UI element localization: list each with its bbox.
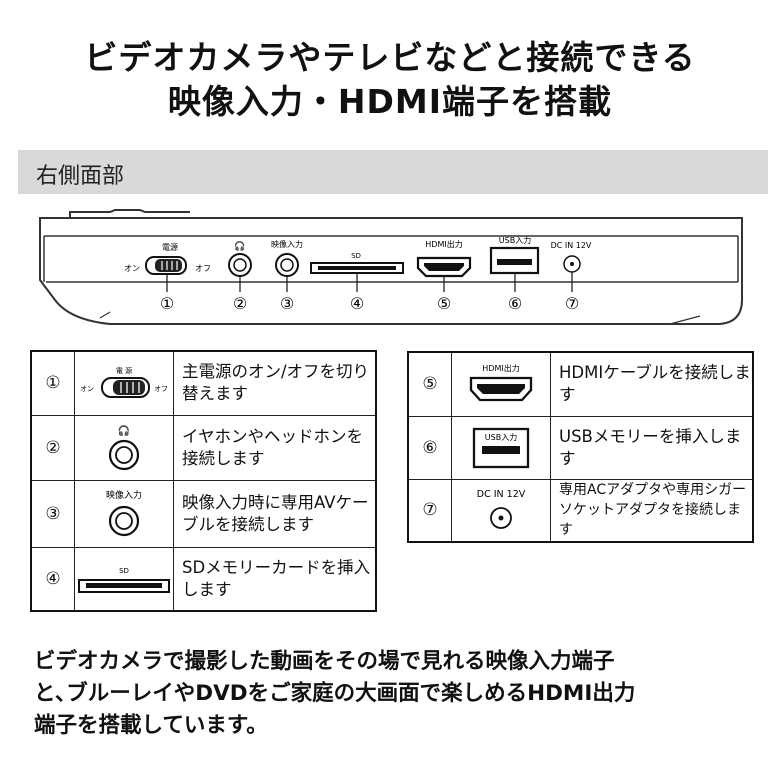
table-row: ⑥ USB入力 USBメモリーを挿入します: [407, 415, 754, 480]
marker-5: ⑤: [437, 294, 451, 313]
video-input-jack-icon: [275, 253, 299, 277]
marker-6: ⑥: [508, 294, 522, 313]
icon-text: USB入力: [485, 432, 517, 442]
footer-line: と､ブルーレイやDVDをご家庭の大画面で楽しめるHDMI出力: [34, 681, 636, 706]
port-table-left: ① 電 源 オン オフ 主電源のオン/オフを切り替えます ② 🎧: [30, 350, 377, 612]
section-header: 右側面部: [18, 150, 768, 194]
row-number: ①: [30, 350, 75, 416]
row-number: ⑤: [407, 351, 452, 417]
on-label: オン: [124, 264, 140, 273]
row-number: ⑦: [407, 478, 452, 543]
headphone-icon: 🎧: [234, 240, 245, 252]
dc-in-jack-icon: [563, 255, 581, 273]
marker-2: ②: [233, 294, 247, 313]
marker-4: ④: [350, 294, 364, 313]
headphone-jack-icon: 🎧: [108, 424, 140, 470]
usb-cell: USB入力: [451, 415, 551, 480]
icon-text: オン: [80, 385, 94, 393]
sd-slot-cell: SD: [74, 546, 174, 612]
headphone-cell: 🎧: [74, 414, 174, 481]
power-switch-icon: 電 源 オン オフ: [80, 366, 168, 399]
row-description: 映像入力時に専用AVケーブルを接続します: [173, 479, 377, 548]
table-row: ⑦ DC IN 12V 専用ACアダプタや専用シガーソケットアダプタを接続します: [407, 478, 754, 543]
icon-text: 電 源: [116, 366, 132, 375]
table-row: ② 🎧 イヤホンやヘッドホンを接続します: [30, 414, 377, 481]
icon-text: 映像入力: [106, 489, 142, 501]
row-description: 主電源のオン/オフを切り替えます: [173, 350, 377, 416]
table-row: ④ SD SDメモリーカードを挿入します: [30, 546, 377, 612]
port-table-right: ⑤ HDMI出力 HDMIケーブルを接続します ⑥ USB入力 USBメモリーを…: [407, 351, 754, 543]
hdmi-port-icon: [416, 256, 472, 278]
icon-text: オフ: [154, 385, 168, 393]
row-description: HDMIケーブルを接続します: [550, 351, 754, 417]
usb-port-icon: [489, 246, 540, 275]
row-description: USBメモリーを挿入します: [550, 415, 754, 480]
video-input-jack-icon: 映像入力: [106, 489, 142, 536]
icon-text: SD: [119, 567, 129, 575]
row-number: ④: [30, 546, 75, 612]
device-side-diagram: 電源 オン オフ 🎧 映像入力 SD HDMI出力 USB入力 DC IN 12…: [39, 209, 743, 325]
page-title-line1: ビデオカメラやテレビなどと接続できる: [84, 38, 696, 77]
power-switch-icon: [145, 256, 187, 275]
row-number: ②: [30, 414, 75, 481]
power-label: 電源: [162, 243, 178, 252]
table-row: ① 電 源 オン オフ 主電源のオン/オフを切り替えます: [30, 350, 377, 416]
dc-in-cell: DC IN 12V: [451, 478, 551, 543]
marker-7: ⑦: [565, 294, 579, 313]
hdmi-port-icon: HDMI出力: [469, 363, 533, 402]
footer-line: ビデオカメラで撮影した動画をその場で見れる映像入力端子: [34, 649, 615, 674]
table-row: ⑤ HDMI出力 HDMIケーブルを接続します: [407, 351, 754, 417]
sd-slot-icon: SD: [78, 567, 170, 593]
usb-label: USB入力: [499, 235, 531, 245]
row-number: ③: [30, 479, 75, 548]
video-input-cell: 映像入力: [74, 479, 174, 548]
row-number: ⑥: [407, 415, 452, 480]
table-row: ③ 映像入力 映像入力時に専用AVケーブルを接続します: [30, 479, 377, 548]
device-top-edge: [69, 209, 190, 220]
hdmi-label: HDMI出力: [425, 239, 462, 249]
icon-text: HDMI出力: [482, 363, 519, 373]
row-description: 専用ACアダプタや専用シガーソケットアダプタを接続します: [550, 478, 754, 543]
row-description: イヤホンやヘッドホンを接続します: [173, 414, 377, 481]
dc-in-jack-icon: DC IN 12V: [477, 489, 526, 530]
off-label: オフ: [195, 264, 211, 273]
dc-label: DC IN 12V: [551, 241, 592, 250]
power-switch-cell: 電 源 オン オフ: [74, 350, 174, 416]
row-description: SDメモリーカードを挿入します: [173, 546, 377, 612]
video-input-label: 映像入力: [271, 239, 303, 249]
sd-label: SD: [351, 252, 361, 260]
page-title-line2: 映像入力・HDMI端子を搭載: [167, 82, 613, 121]
marker-3: ③: [280, 294, 294, 313]
icon-text: 🎧: [118, 424, 130, 437]
marker-1: ①: [160, 294, 174, 313]
headphone-jack-icon: [228, 253, 252, 277]
section-label: 右側面部: [36, 164, 125, 189]
usb-port-icon: USB入力: [472, 427, 530, 468]
hdmi-cell: HDMI出力: [451, 351, 551, 417]
footer-text: ビデオカメラで撮影した動画をその場で見れる映像入力端子 と､ブルーレイやDVDを…: [34, 646, 754, 742]
icon-text: DC IN 12V: [477, 489, 526, 500]
footer-line: 端子を搭載しています。: [34, 713, 268, 738]
sd-slot-icon: [310, 262, 404, 274]
